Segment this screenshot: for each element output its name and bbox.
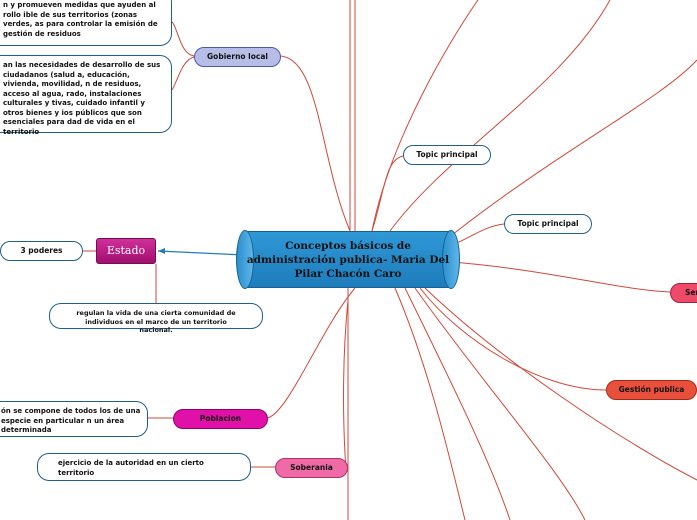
ser-node[interactable]: Ser bbox=[670, 283, 697, 303]
gobierno-desc1-text: n y promueven medidas que ayuden al roll… bbox=[3, 1, 158, 38]
soberania-desc-box[interactable]: ejercicio de la autoridad en un cierto t… bbox=[37, 453, 251, 481]
link-topic2 bbox=[451, 223, 505, 246]
link-gobierno-desc2 bbox=[171, 56, 195, 91]
tres-poderes-text: 3 poderes bbox=[20, 246, 63, 255]
estado-desc-box[interactable]: regulan la vida de una cierta comunidad … bbox=[49, 303, 263, 334]
topic-principal-2[interactable]: Topic principal bbox=[504, 214, 592, 234]
gobierno-local-label: Gobierno local bbox=[207, 52, 268, 61]
ser-label: Ser bbox=[685, 288, 697, 297]
estado-label: Estado bbox=[106, 244, 146, 257]
tres-poderes-box[interactable]: 3 poderes bbox=[0, 241, 83, 261]
poblacion-desc-box[interactable]: ón se compone de todos los de una especi… bbox=[0, 401, 148, 437]
soberania-desc-text: ejercicio de la autoridad en un cierto t… bbox=[58, 459, 204, 477]
poblacion-label: Poblacion bbox=[199, 414, 242, 423]
gestion-publica-label: Gestión publica bbox=[618, 385, 685, 394]
link-bottom-2 bbox=[404, 287, 511, 520]
central-title: Conceptos básicos de administración publ… bbox=[246, 240, 450, 280]
gobierno-local-node[interactable]: Gobierno local bbox=[194, 47, 281, 67]
link-gobierno bbox=[280, 55, 351, 232]
gobierno-desc2-text: an las necesidades de desarrollo de sus … bbox=[3, 61, 161, 136]
link-estado bbox=[157, 250, 245, 256]
central-topic[interactable]: Conceptos básicos de administración publ… bbox=[236, 230, 460, 289]
estado-node[interactable]: Estado bbox=[96, 238, 156, 264]
topic-principal-1[interactable]: Topic principal bbox=[403, 145, 491, 165]
estado-desc-text: regulan la vida de una cierta comunidad … bbox=[76, 309, 236, 334]
poblacion-desc-text: ón se compone de todos los de una especi… bbox=[1, 407, 141, 434]
gestion-publica-node[interactable]: Gestión publica bbox=[606, 380, 697, 400]
poblacion-node[interactable]: Poblacion bbox=[173, 409, 268, 429]
link-bottom-3 bbox=[414, 287, 586, 520]
link-right-arc bbox=[451, 59, 697, 236]
soberania-label: Soberania bbox=[290, 463, 333, 472]
link-topic1 bbox=[371, 155, 404, 232]
link-soberania bbox=[343, 299, 349, 468]
topic-principal-1-label: Topic principal bbox=[416, 150, 478, 159]
link-top-4 bbox=[389, 0, 611, 232]
central-right-cap bbox=[442, 230, 460, 289]
link-top-3 bbox=[371, 0, 479, 232]
link-gestion bbox=[419, 287, 607, 391]
central-left-cap bbox=[236, 230, 254, 289]
link-ser bbox=[451, 261, 671, 293]
soberania-node[interactable]: Soberania bbox=[275, 458, 348, 478]
gobierno-desc1-box[interactable]: n y promueven medidas que ayuden al roll… bbox=[0, 0, 172, 46]
topic-principal-2-label: Topic principal bbox=[517, 219, 579, 228]
gobierno-desc2-box[interactable]: an las necesidades de desarrollo de sus … bbox=[0, 55, 172, 136]
link-poblacion bbox=[267, 287, 356, 419]
link-bottom-1 bbox=[394, 287, 466, 520]
link-gobierno-desc1 bbox=[171, 21, 195, 57]
